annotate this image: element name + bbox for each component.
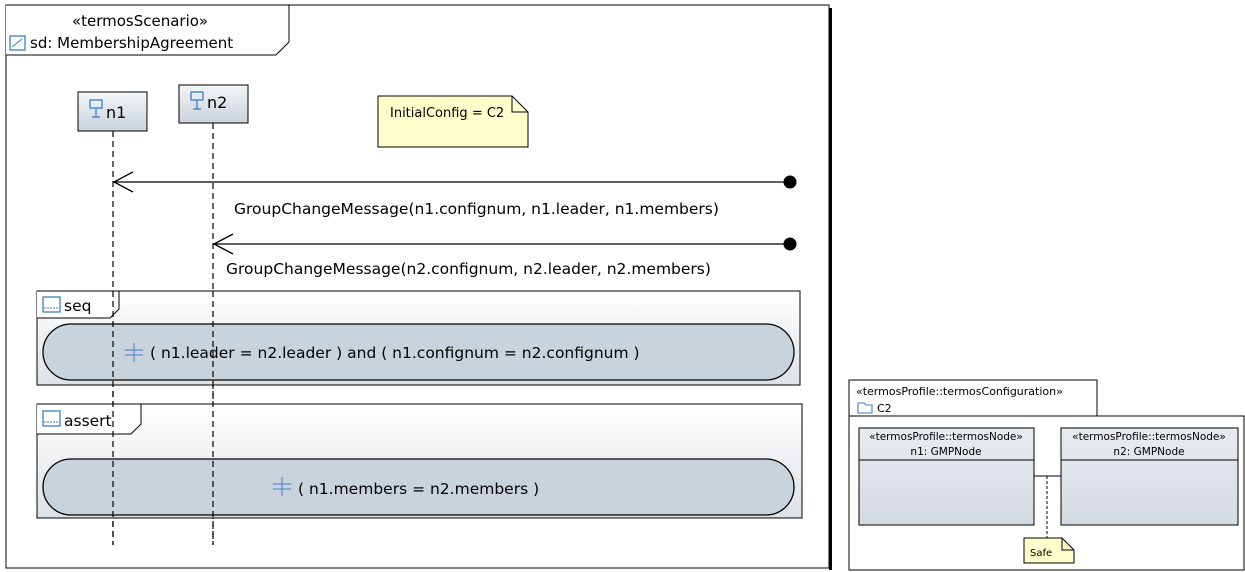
node-name: n1: GMPNode	[910, 446, 981, 458]
configuration-name: C2	[877, 402, 892, 415]
message-label: GroupChangeMessage(n2.confignum, n2.lead…	[226, 260, 711, 278]
frame-title: sd: MembershipAgreement	[30, 34, 233, 52]
config-node-n2[interactable]: «termosProfile::termosNode» n2: GMPNode	[1060, 427, 1239, 526]
constraint-text: ( n1.leader = n2.leader ) and ( n1.confi…	[150, 344, 640, 362]
node-name: n2: GMPNode	[1113, 446, 1184, 458]
lifeline-overlay	[112, 291, 214, 545]
message-2[interactable]: GroupChangeMessage(n2.confignum, n2.lead…	[212, 233, 797, 278]
package-icon	[857, 402, 873, 414]
lifeline-icon	[190, 91, 204, 110]
state-invariant[interactable]	[42, 323, 795, 381]
fragment-operator: assert	[64, 412, 112, 430]
configuration-stereotype: «termosProfile::termosConfiguration»	[856, 385, 1063, 398]
lifeline-label: n1	[106, 103, 126, 122]
lifeline-icon	[89, 99, 103, 118]
note-text: InitialConfig = C2	[390, 106, 504, 121]
message-1[interactable]: GroupChangeMessage(n1.confignum, n1.lead…	[112, 171, 797, 218]
interaction-icon	[9, 35, 26, 51]
combined-fragment-seq[interactable]: seq ( n1.leader = n2.leader ) and ( n1.c…	[36, 290, 801, 386]
constraint-icon	[125, 343, 143, 362]
combined-fragment-assert[interactable]: assert ( n1.members = n2.members )	[36, 403, 803, 519]
safe-note-text: Safe	[1030, 548, 1052, 559]
fragment-icon	[42, 296, 61, 313]
node-stereotype: «termosProfile::termosNode»	[1072, 431, 1226, 443]
lifeline-label: n2	[207, 93, 227, 112]
message-label: GroupChangeMessage(n1.confignum, n1.lead…	[234, 200, 719, 218]
node-stereotype: «termosProfile::termosNode»	[869, 431, 1023, 443]
state-invariant[interactable]	[42, 458, 795, 516]
fragment-operator: seq	[64, 297, 91, 315]
configuration-connector[interactable]	[1034, 475, 1061, 538]
constraint-icon	[273, 477, 291, 496]
initial-config-note[interactable]: InitialConfig = C2	[377, 95, 529, 148]
safe-note[interactable]: Safe	[1023, 537, 1075, 564]
config-node-n1[interactable]: «termosProfile::termosNode» n1: GMPNode	[858, 427, 1035, 526]
constraint-text: ( n1.members = n2.members )	[298, 480, 539, 498]
frame-stereotype: «termosScenario»	[72, 12, 208, 30]
fragment-icon	[42, 410, 61, 427]
